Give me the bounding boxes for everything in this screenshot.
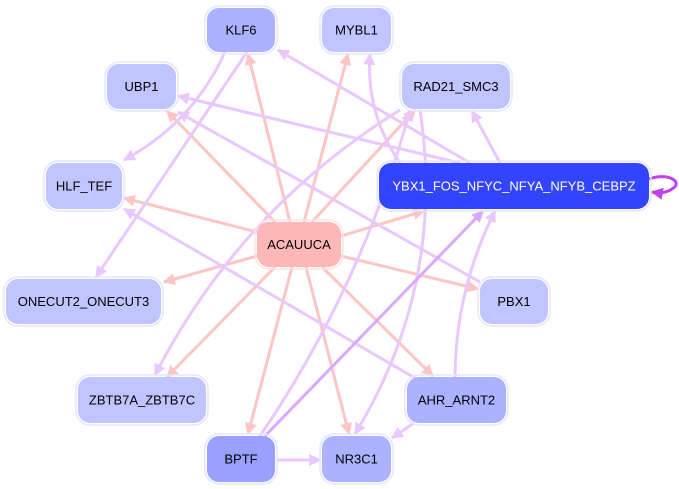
edge-ybx1-to-ybx1 [648,175,678,200]
node-outline [404,374,509,426]
node-box[interactable] [107,64,176,109]
node-box[interactable] [6,279,161,324]
node-onecut[interactable]: ONECUT2_ONECUT3 [3,276,164,327]
node-box[interactable] [207,436,275,482]
edge-acauuca-to-ubp1 [165,109,277,224]
node-label: AHR_ARNT2 [418,393,495,408]
node-outline [254,219,344,270]
node-outline [376,160,652,212]
node-label: ZBTB7A_ZBTB7C [89,393,195,408]
node-hlf-tef[interactable]: HLF_TEF [43,160,125,212]
edge-acauuca-to-onecut [162,254,258,285]
node-ahr-arnt2[interactable]: AHR_ARNT2 [404,374,509,426]
node-box[interactable] [402,64,510,109]
node-nr3c1[interactable]: NR3C1 [319,433,394,485]
node-label: ACAUUCA [267,237,331,252]
node-label: HLF_TEF [56,179,112,194]
node-ubp1[interactable]: UBP1 [104,61,179,112]
node-outline [204,433,278,485]
node-label: NR3C1 [335,452,378,467]
node-klf6[interactable]: KLF6 [204,5,278,55]
node-outline [204,5,278,55]
edge-ahr-arnt2-to-nr3c1 [391,421,415,440]
node-zbtb7[interactable]: ZBTB7A_ZBTB7C [75,374,209,426]
node-box[interactable] [257,222,341,267]
node-box[interactable] [322,436,391,482]
edge-acauuca-to-nr3c1 [304,266,353,436]
node-outline [75,374,209,426]
node-outline [43,160,125,212]
edges-layer [94,48,678,466]
node-box[interactable] [407,377,506,423]
node-label: BPTF [224,452,257,467]
node-label: UBP1 [125,79,159,94]
node-pbx1[interactable]: PBX1 [477,276,551,327]
edge-acauuca-to-zbtb7 [165,265,277,379]
node-box[interactable] [78,377,206,423]
edge-bptf-to-rad21-smc3 [258,108,413,437]
node-outline [319,433,394,485]
node-label: YBX1_FOS_NFYC_NFYA_NFYB_CEBPZ [392,179,635,194]
edge-ahr-arnt2-to-ybx1 [453,209,497,378]
node-box[interactable] [379,163,649,209]
edge-rad21-smc3-to-zbtb7 [153,108,401,377]
edge-pbx1-to-ubp1 [176,110,481,284]
node-mybl1[interactable]: MYBL1 [319,5,394,55]
node-outline [3,276,164,327]
node-acauuca[interactable]: ACAUUCA [254,219,344,270]
edge-acauuca-to-klf6 [244,52,292,223]
node-label: PBX1 [497,294,530,309]
node-box[interactable] [46,163,122,209]
node-outline [104,61,179,112]
node-box[interactable] [480,279,548,324]
node-label: KLF6 [225,23,256,38]
edge-klf6-to-onecut [94,51,249,278]
edge-acauuca-to-mybl1 [302,52,352,223]
node-ybx1[interactable]: YBX1_FOS_NFYC_NFYA_NFYB_CEBPZ [376,160,652,212]
node-label: ONECUT2_ONECUT3 [18,294,149,309]
edge-acauuca-to-rad21-smc3 [310,108,417,224]
edge-ybx1-to-rad21-smc3 [470,109,502,164]
node-outline [319,5,394,55]
node-box[interactable] [322,8,391,52]
edge-bptf-to-ybx1 [263,209,485,438]
edge-ahr-arnt2-to-hlf-tef [122,207,416,380]
edge-ybx1-to-ubp1 [176,92,461,165]
node-bptf[interactable]: BPTF [204,433,278,485]
edge-acauuca-to-bptf [244,266,294,436]
node-outline [477,276,551,327]
node-label: MYBL1 [335,23,378,38]
node-label: RAD21_SMC3 [413,79,498,94]
node-outline [399,61,513,112]
edge-acauuca-to-pbx1 [340,254,480,293]
edge-acauuca-to-ybx1 [340,208,426,238]
node-rad21-smc3[interactable]: RAD21_SMC3 [399,61,513,112]
edge-ybx1-to-mybl1 [363,52,402,164]
node-box[interactable] [207,8,275,52]
